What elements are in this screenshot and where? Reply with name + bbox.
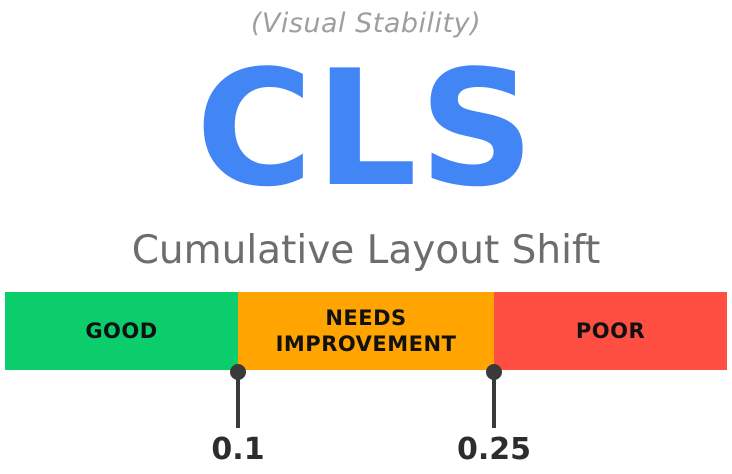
marker-dot [486, 364, 502, 380]
subtitle: (Visual Stability) [250, 8, 482, 39]
metric-acronym: CLS [195, 35, 537, 222]
segment-poor: POOR [494, 292, 727, 370]
segment-good: GOOD [5, 292, 238, 370]
threshold-marker-poor [484, 364, 504, 428]
threshold-value-poor: 0.25 [456, 432, 532, 467]
segment-poor-label: POOR [575, 319, 646, 343]
marker-stem [492, 374, 496, 428]
segment-needs-improvement-label-line2: IMPROVEMENT [275, 332, 457, 356]
metric-full-name: Cumulative Layout Shift [131, 228, 601, 273]
threshold-marker-good [228, 364, 248, 428]
threshold-scale-bar: GOOD NEEDS IMPROVEMENT POOR [5, 292, 727, 370]
marker-dot [230, 364, 246, 380]
segment-needs-improvement-label-line1: NEEDS [325, 306, 407, 330]
segment-needs-improvement: NEEDS IMPROVEMENT [238, 292, 494, 370]
segment-good-label: GOOD [85, 319, 158, 343]
threshold-value-good: 0.1 [211, 432, 265, 467]
marker-stem [236, 374, 240, 428]
